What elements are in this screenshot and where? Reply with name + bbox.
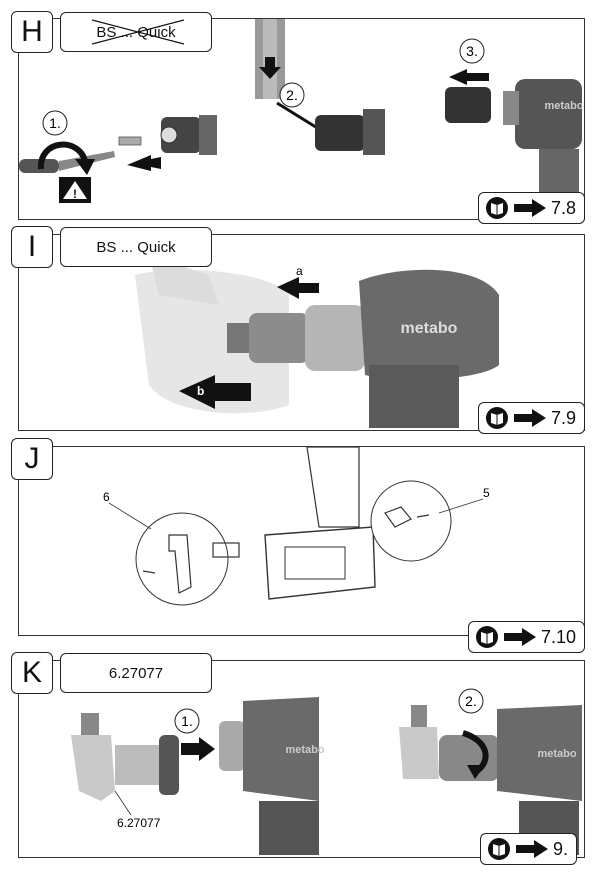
callout-6-leader bbox=[108, 502, 152, 530]
step-2-text: 2. bbox=[465, 693, 477, 709]
callout-6: 6 bbox=[103, 490, 110, 504]
section-h-illustration: 1. ! 2. 3. me bbox=[19, 19, 582, 203]
drill-head-illustration: metabo bbox=[219, 697, 325, 855]
drill-illustration: metabo bbox=[503, 79, 582, 199]
step-1-marker: 1. bbox=[42, 110, 68, 136]
section-j-panel bbox=[18, 446, 585, 636]
chuck-illustration bbox=[227, 305, 365, 371]
part-label-leader bbox=[114, 790, 132, 816]
step-2-marker: 2. bbox=[458, 688, 484, 714]
step-3-text: 3. bbox=[466, 43, 478, 59]
drill-brand-text: metabo bbox=[285, 744, 324, 756]
right-arrow-icon-step1 bbox=[181, 737, 215, 761]
section-j-letter: J bbox=[11, 438, 53, 480]
section-k-ref-text: 9. bbox=[553, 838, 569, 859]
manual-reference-icon bbox=[488, 838, 510, 860]
section-i-letter: I bbox=[11, 226, 53, 268]
left-arrow-icon-2 bbox=[449, 69, 489, 85]
drill-brand-text-2: metabo bbox=[537, 748, 576, 760]
section-i-reference: 7.9 bbox=[478, 402, 586, 434]
screwdriver-illustration bbox=[19, 151, 115, 173]
section-k-letter: K bbox=[11, 652, 53, 694]
manual-reference-icon bbox=[486, 407, 508, 429]
callout-5: 5 bbox=[483, 486, 490, 500]
section-j-ref-text: 7.10 bbox=[541, 626, 577, 647]
crossed-out-label: BS ... Quick bbox=[92, 18, 185, 45]
bit-holder-detail bbox=[370, 480, 452, 562]
section-h-ref-text: 7.8 bbox=[551, 197, 577, 218]
section-h-reference: 7.8 bbox=[478, 192, 586, 224]
drill-with-battery-illustration bbox=[264, 447, 376, 600]
section-j-illustration: 6 5 bbox=[103, 447, 490, 606]
right-arrow-icon bbox=[514, 409, 546, 427]
section-i-illustration: metabo a b bbox=[135, 255, 499, 428]
right-arrow-icon bbox=[504, 628, 536, 646]
strike-through-icon bbox=[92, 18, 185, 45]
callout-a: a bbox=[296, 264, 303, 278]
section-h-letter: H bbox=[11, 11, 53, 53]
down-arrow-icon bbox=[259, 57, 281, 79]
right-arrow-icon bbox=[514, 199, 546, 217]
drill-illustration: metabo bbox=[359, 269, 499, 428]
chuck-illustration-2 bbox=[315, 109, 385, 155]
step-3-marker: 3. bbox=[459, 38, 485, 64]
chuck-illustration bbox=[160, 115, 217, 155]
drill-brand-text: metabo bbox=[401, 320, 458, 337]
hand-illustration bbox=[135, 255, 289, 414]
step-2-marker: 2. bbox=[279, 82, 305, 108]
step-2-text: 2. bbox=[286, 87, 298, 103]
drill-brand-text: metabo bbox=[544, 100, 582, 112]
manual-reference-icon bbox=[476, 626, 498, 648]
section-i-ref-text: 7.9 bbox=[551, 407, 577, 428]
svg-text:!: ! bbox=[73, 187, 77, 201]
part-label-text: 6.27077 bbox=[117, 816, 161, 830]
section-h-label: BS ... Quick bbox=[60, 12, 212, 52]
section-j-reference: 7.10 bbox=[468, 621, 586, 653]
rotate-arrow-icon bbox=[38, 141, 88, 170]
angle-attachment-illustration bbox=[71, 713, 179, 801]
right-arrow-icon bbox=[516, 840, 548, 858]
left-arrow-icon bbox=[127, 155, 161, 171]
belt-hook-detail bbox=[135, 512, 229, 606]
step-1-text: 1. bbox=[181, 713, 193, 729]
step-1-text: 1. bbox=[49, 115, 61, 131]
section-k-label: 6.27077 bbox=[60, 653, 212, 693]
callout-5-leader bbox=[438, 498, 484, 514]
hex-key-illustration bbox=[276, 101, 320, 131]
left-arrow-icon-a bbox=[277, 277, 319, 299]
manual-reference-icon bbox=[486, 197, 508, 219]
chuck-removed-illustration bbox=[445, 87, 491, 123]
callout-b: b bbox=[197, 384, 204, 398]
section-i-label: BS ... Quick bbox=[60, 227, 212, 267]
step-1-marker: 1. bbox=[174, 708, 200, 734]
warning-icon: ! bbox=[59, 177, 91, 203]
section-k-reference: 9. bbox=[480, 833, 578, 865]
left-arrow-icon-b bbox=[179, 375, 251, 409]
